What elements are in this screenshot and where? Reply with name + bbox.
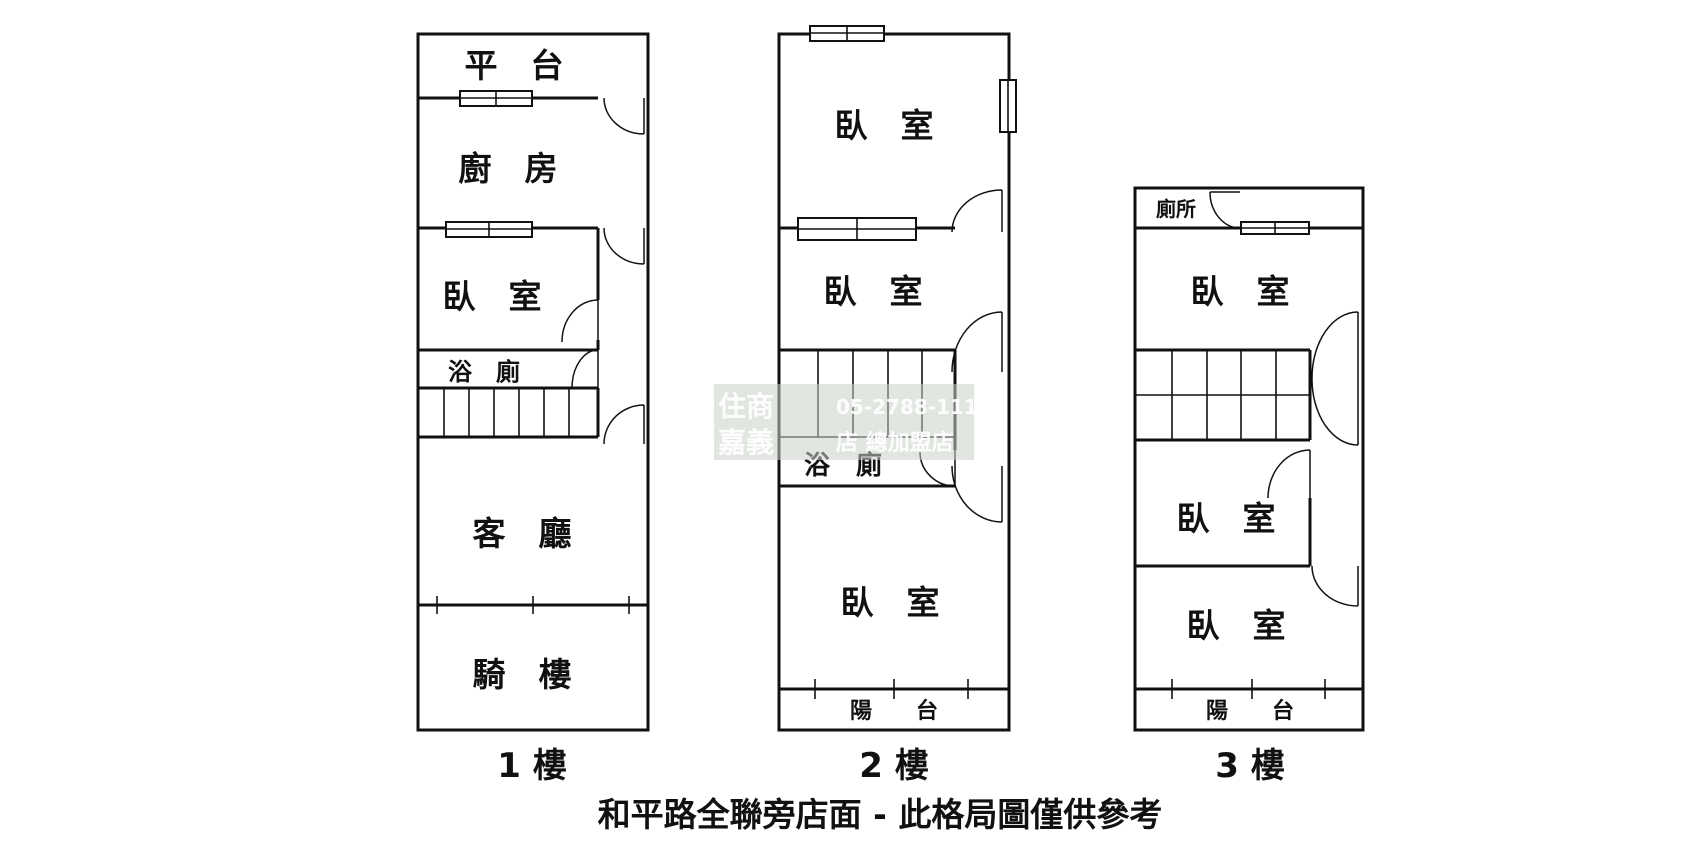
floor-3-room-bedroom-mid: 臥 室	[1177, 499, 1276, 538]
floor-3-window	[1240, 221, 1310, 235]
plan-caption: 和平路全聯旁店面 - 此格局圖僅供參考	[598, 795, 1163, 834]
floor-3-label: 3 樓	[1215, 746, 1285, 786]
floor-3-balcony-ticks	[1171, 679, 1326, 699]
floor-3-stairs	[1135, 350, 1310, 440]
floor-1-window	[459, 90, 533, 107]
agency-watermark: 住商 05-2788-111 嘉義 店 總加盟店	[714, 384, 978, 460]
floor-2-outline	[777, 32, 1011, 732]
floor-2-door	[919, 189, 1003, 523]
watermark-brand-line2: 嘉義	[718, 426, 774, 459]
floor-2-window	[809, 25, 885, 42]
floor-2-room-bedroom-bottom: 臥 室	[841, 583, 940, 622]
floor-2-balcony-ticks	[814, 679, 969, 699]
watermark-brand-line1: 住商	[718, 390, 774, 423]
floor-1-room-bath: 浴 廁	[448, 358, 520, 386]
floor-1-stairs	[443, 388, 570, 437]
watermark-background	[714, 384, 974, 460]
floor-3-outline	[1133, 186, 1365, 732]
floor-2-room-bedroom-top: 臥 室	[835, 106, 934, 145]
floor-3-room-bedroom-top: 臥 室	[1191, 272, 1290, 311]
floor-1-label: 1 樓	[497, 746, 567, 786]
floor-2-room-balcony: 陽 台	[850, 698, 938, 724]
floor-2-window	[999, 79, 1017, 133]
floor-3-room-balcony: 陽 台	[1206, 698, 1294, 724]
floor-3-room-toilet: 廁所	[1156, 197, 1196, 221]
floor-1-room-arcade: 騎 樓	[473, 655, 572, 694]
floor-1-door	[561, 97, 645, 445]
floor-1-room-platform: 平 台	[465, 46, 564, 85]
floor-1-room-kitchen: 廚 房	[459, 149, 558, 188]
watermark-franchise: 店 總加盟店	[836, 430, 954, 456]
floor-1-window	[445, 221, 533, 238]
floor-2-window	[797, 217, 917, 241]
floor-1-arcade-ticks	[436, 596, 630, 614]
floor-1-plan: 平 台 廚 房 臥 室 浴 廁 客 廳 騎 樓	[416, 32, 650, 732]
floor-1-room-living: 客 廳	[473, 514, 572, 553]
floor-3-plan: 廁所 臥 室 臥 室 臥 室 陽 台	[1133, 186, 1365, 732]
watermark-phone: 05-2788-111	[836, 395, 978, 419]
floor-1-room-bedroom: 臥 室	[443, 277, 542, 316]
floor-3-door	[1209, 191, 1359, 607]
floor-2-plan: 臥 室 臥 室 浴 廁 臥 室 陽 台	[777, 25, 1017, 732]
floor-1-outline	[416, 32, 650, 732]
floor-3-room-bedroom-bottom: 臥 室	[1187, 606, 1286, 645]
floor-2-label: 2 樓	[859, 746, 929, 786]
floor-2-room-bedroom-mid: 臥 室	[824, 272, 923, 311]
